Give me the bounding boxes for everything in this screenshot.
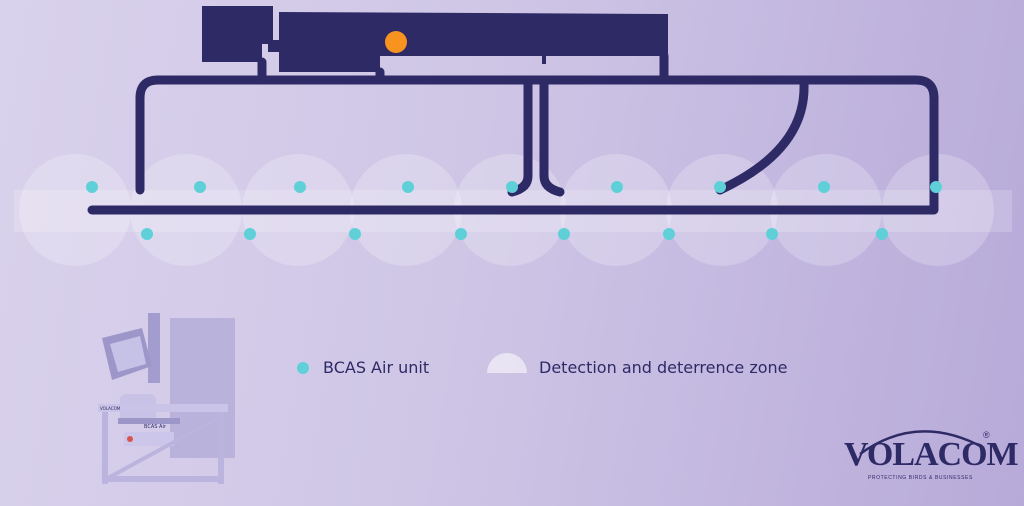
control-center-label-line2: and control center	[415, 43, 517, 56]
logo-arc	[859, 430, 985, 456]
bcas-unit-lower-4	[455, 228, 467, 240]
unit-badge: VOLACOM	[100, 406, 121, 411]
bcas-unit-lower-3	[349, 228, 361, 240]
detection-zone-1	[19, 154, 131, 266]
bcas-unit-upper-4	[402, 181, 414, 193]
control-center-label: Monitoring and control center	[415, 32, 565, 56]
bcas-unit-upper-1	[86, 181, 98, 193]
legend-unit-dot	[297, 362, 309, 374]
logo-tagline: PROTECTING BIRDS & BUSINESSES	[868, 475, 973, 481]
control-center-label-line1: Monitoring	[415, 31, 474, 44]
bcas-units	[86, 181, 942, 240]
bcas-air-unit-image: BCAS Air VOLACOM	[98, 313, 235, 484]
bcas-unit-upper-9	[930, 181, 942, 193]
bcas-unit-upper-6	[611, 181, 623, 193]
unit-nameplate: BCAS Air	[144, 424, 167, 430]
bcas-unit-lower-7	[766, 228, 778, 240]
bcas-unit-upper-2	[194, 181, 206, 193]
control-center-building	[202, 6, 668, 72]
control-center-marker	[385, 31, 407, 53]
bcas-unit-upper-3	[294, 181, 306, 193]
bcas-unit-lower-6	[663, 228, 675, 240]
bcas-unit-upper-8	[818, 181, 830, 193]
bcas-unit-lower-1	[141, 228, 153, 240]
bcas-unit-lower-8	[876, 228, 888, 240]
bcas-unit-upper-5	[506, 181, 518, 193]
legend-zone-shape	[487, 353, 527, 373]
bcas-unit-lower-5	[558, 228, 570, 240]
legend-unit-label: BCAS Air unit	[323, 358, 430, 377]
volacom-logo: VOLACOM ® PROTECTING BIRDS & BUSINESSES	[838, 418, 1019, 488]
logo-wordmark: VOLACOM	[844, 436, 1019, 473]
legend-zone-label: Detection and deterrence zone	[539, 358, 788, 377]
logo-registered-mark: ®	[983, 430, 990, 440]
bcas-unit-upper-7	[714, 181, 726, 193]
bcas-unit-lower-2	[244, 228, 256, 240]
